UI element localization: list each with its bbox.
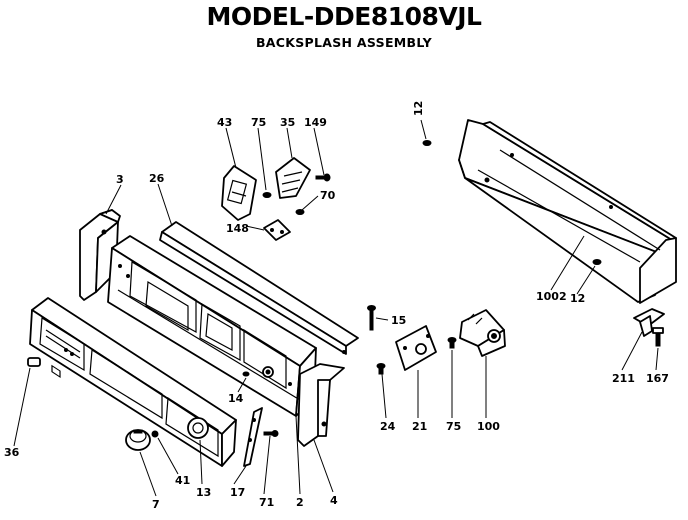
callout-12-right: 12 — [570, 292, 585, 305]
callout-24: 24 — [380, 420, 396, 433]
part-148-clip — [263, 219, 291, 241]
part-7-knob — [125, 429, 151, 451]
callout-3: 3 — [116, 173, 124, 186]
diagram-title: MODEL-DDE8108VJL — [206, 2, 482, 31]
part-70-screw — [295, 209, 305, 215]
callout-43: 43 — [217, 116, 232, 129]
part-4-right-end-cap — [297, 363, 345, 447]
part-211-bracket — [633, 308, 665, 337]
part-24-screw — [376, 363, 386, 375]
callout-12-top: 12 — [412, 101, 425, 116]
callout-35: 35 — [280, 116, 295, 129]
callout-2: 2 — [296, 496, 304, 509]
callout-14: 14 — [228, 392, 244, 405]
leader-lines — [13, 119, 659, 497]
part-12-screw-right — [592, 259, 602, 265]
callout-labels: 3 26 43 75 35 149 12 70 148 1002 12 15 1… — [4, 101, 669, 511]
callout-41: 41 — [175, 474, 190, 487]
part-35-switch-block — [275, 157, 311, 199]
part-13-front-panel — [29, 297, 237, 467]
part-1002-rear-housing — [458, 119, 677, 304]
part-36-button — [27, 357, 41, 367]
callout-148: 148 — [226, 222, 249, 235]
part-71-screw — [263, 430, 279, 437]
callout-167: 167 — [646, 372, 669, 385]
part-75-screw-lower — [447, 337, 457, 349]
callout-149: 149 — [304, 116, 327, 129]
part-149-screw — [315, 173, 331, 182]
callout-71: 71 — [259, 496, 274, 509]
callout-70: 70 — [320, 189, 336, 202]
callout-211: 211 — [612, 372, 635, 385]
callout-1002: 1002 — [536, 290, 567, 303]
part-15-screw — [367, 305, 376, 331]
callout-100: 100 — [477, 420, 500, 433]
callout-17: 17 — [230, 486, 245, 499]
callout-4: 4 — [330, 494, 338, 507]
part-41-spring-clip — [151, 430, 159, 438]
part-43-bracket — [221, 165, 257, 221]
diagram-subtitle: BACKSPLASH ASSEMBLY — [255, 35, 433, 50]
callout-36: 36 — [4, 446, 20, 459]
part-12-screw-top — [422, 140, 432, 146]
part-100-switch — [459, 309, 506, 357]
callout-75-lower: 75 — [446, 420, 461, 433]
part-21-plate — [395, 325, 437, 371]
callout-15: 15 — [391, 314, 406, 327]
part-75-screw-upper — [262, 192, 272, 198]
callout-26: 26 — [149, 172, 165, 185]
callout-75-upper: 75 — [251, 116, 266, 129]
part-167-screw — [652, 327, 664, 347]
part-14-screw — [242, 371, 250, 377]
part-17-clamp — [243, 407, 263, 467]
callout-21: 21 — [412, 420, 427, 433]
callout-7: 7 — [152, 498, 160, 511]
callout-13: 13 — [196, 486, 211, 499]
